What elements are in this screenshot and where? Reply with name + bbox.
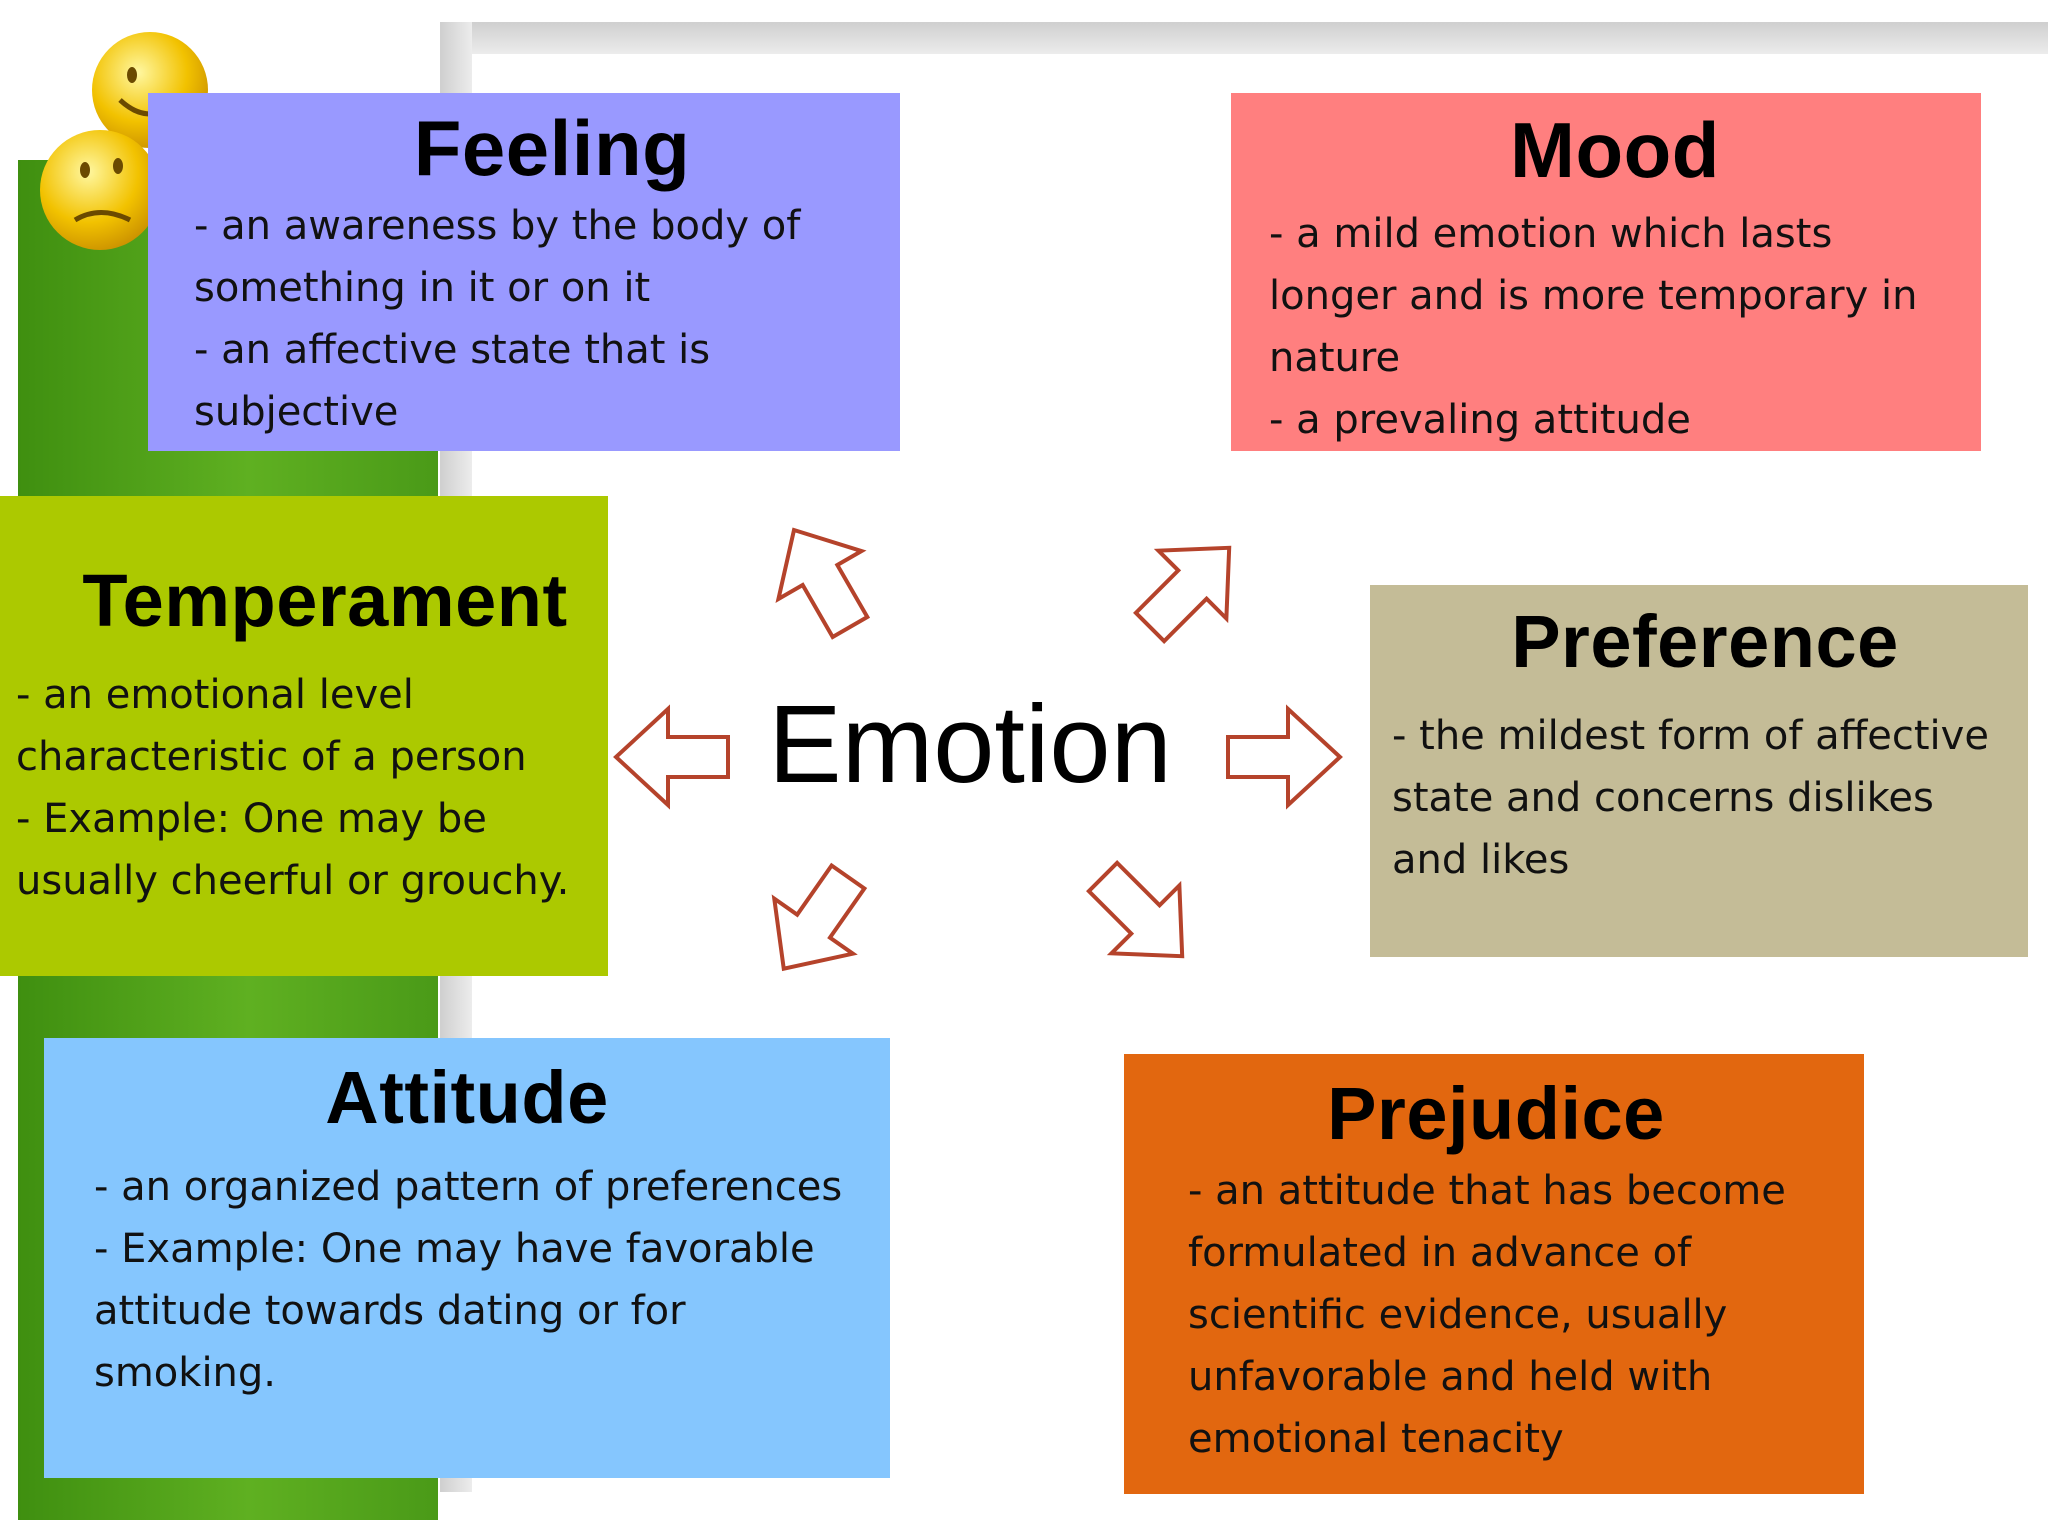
mood-description: - a mild emotion which lasts longer and … (1269, 211, 1918, 443)
arrow-left-icon (614, 707, 730, 807)
temperament-title: Temperament (82, 559, 568, 642)
frame-top-decoration (440, 22, 2048, 54)
mood-title: Mood (1510, 106, 1720, 194)
attitude-card: Attitude - an organized pattern of prefe… (44, 1038, 890, 1478)
attitude-description: - an organized pattern of preferences - … (94, 1164, 843, 1396)
feeling-title: Feeling (413, 104, 691, 192)
preference-description: - the mildest form of affective state an… (1392, 713, 1989, 883)
temperament-description: - an emotional level characteristic of a… (16, 672, 570, 904)
feeling-description: - an awareness by the body of something … (194, 203, 801, 435)
preference-card: Preference - the mildest form of affecti… (1370, 585, 2028, 957)
prejudice-card: Prejudice - an attitude that has become … (1124, 1054, 1864, 1494)
arrow-right-icon (1226, 707, 1342, 807)
emotion-center-title: Emotion (768, 683, 1172, 806)
arrow-up-left-icon (750, 504, 894, 653)
arrow-down-right-icon (1069, 843, 1216, 990)
temperament-card: Temperament - an emotional level charact… (0, 496, 608, 976)
preference-title: Preference (1511, 600, 1899, 683)
feeling-card: Feeling - an awareness by the body of so… (148, 93, 900, 451)
arrow-up-right-icon (1116, 514, 1263, 661)
prejudice-description: - an attitude that has become formulated… (1188, 1168, 1786, 1462)
arrow-down-left-icon (742, 847, 890, 999)
mood-card: Mood - a mild emotion which lasts longer… (1231, 93, 1981, 451)
attitude-title: Attitude (325, 1056, 609, 1139)
prejudice-title: Prejudice (1327, 1072, 1665, 1155)
